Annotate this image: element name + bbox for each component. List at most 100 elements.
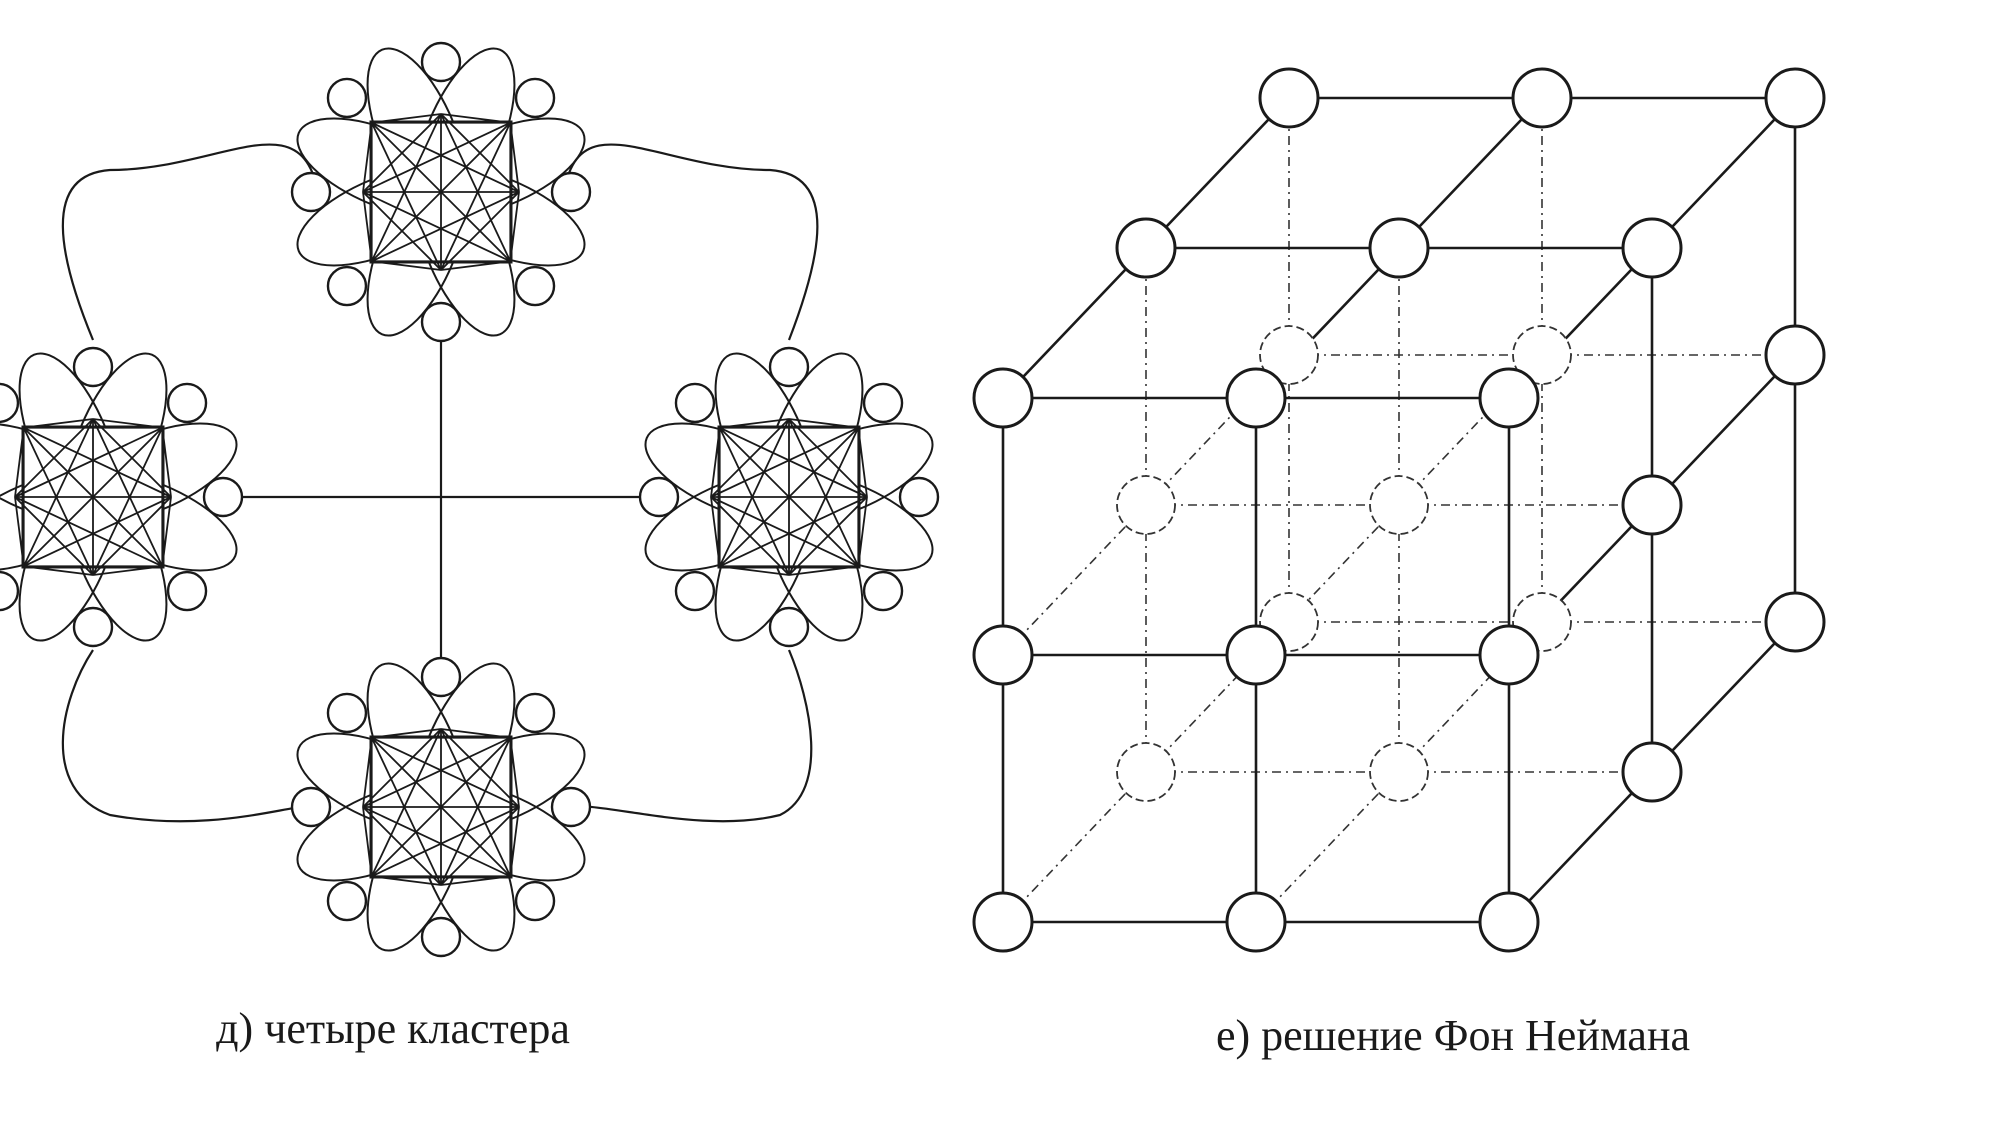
processor-node <box>550 786 592 828</box>
cluster-mesh <box>362 113 520 271</box>
processor-node <box>290 171 332 213</box>
processor-node <box>1478 367 1540 429</box>
lattice-nodes <box>972 67 1826 953</box>
mesh-link <box>362 806 373 877</box>
processor-node <box>550 171 592 213</box>
processor-node <box>420 916 462 958</box>
processor-node <box>1478 891 1540 953</box>
mesh-link <box>788 418 859 429</box>
mesh-link <box>371 875 442 886</box>
processor-node <box>166 382 208 424</box>
cluster-mesh <box>362 728 520 886</box>
von-neumann-cube-diagram <box>972 67 1826 953</box>
hidden-processor-node <box>1512 325 1572 385</box>
processor-node <box>326 77 368 119</box>
mesh-link <box>362 121 511 193</box>
hidden-processor-node <box>1369 742 1429 802</box>
mesh-link <box>92 418 164 567</box>
mesh-link <box>371 806 520 878</box>
mesh-link <box>509 191 520 262</box>
mesh-link <box>440 728 511 739</box>
mesh-link <box>440 260 511 271</box>
processor-node <box>0 382 20 424</box>
mesh-link <box>14 496 25 567</box>
processor-node <box>1621 217 1683 279</box>
hidden-link <box>1002 504 1147 656</box>
mesh-link <box>362 736 511 808</box>
cluster-mesh <box>710 418 868 576</box>
mesh-link <box>23 426 172 498</box>
processor-node <box>768 346 810 388</box>
processor-node <box>972 367 1034 429</box>
processor-node <box>1621 474 1683 536</box>
mesh-link <box>370 113 442 262</box>
processor-node <box>898 476 940 518</box>
mesh-link <box>440 122 512 271</box>
mesh-link <box>23 496 172 568</box>
processor-node <box>420 656 462 698</box>
mesh-link <box>22 418 94 567</box>
hidden-link <box>1002 771 1147 923</box>
mesh-link <box>92 418 163 429</box>
mesh-link <box>857 496 868 567</box>
visible-link <box>1398 97 1543 249</box>
mesh-link <box>719 565 790 576</box>
mesh-link <box>440 113 512 262</box>
mesh-link <box>788 427 860 576</box>
mesh-link <box>719 426 868 498</box>
visible-link <box>1002 247 1147 399</box>
mesh-link <box>23 418 94 429</box>
mesh-link <box>371 260 442 271</box>
processor-node <box>326 265 368 307</box>
mesh-link <box>14 427 25 498</box>
processor-node <box>514 77 556 119</box>
mesh-link <box>371 122 511 262</box>
four-clusters-diagram <box>0 41 940 958</box>
mesh-link <box>371 728 442 739</box>
mesh-link <box>14 496 163 568</box>
mesh-link <box>23 427 163 567</box>
mesh-link <box>23 565 94 576</box>
cluster-bus <box>220 318 660 680</box>
mesh-link <box>719 496 868 568</box>
processor-node <box>1478 624 1540 686</box>
processor-node <box>326 880 368 922</box>
mesh-link <box>370 737 442 886</box>
mesh-link <box>857 427 868 498</box>
mesh-link <box>161 427 172 498</box>
processor-node <box>1225 624 1287 686</box>
processor-node <box>674 382 716 424</box>
processor-node <box>972 624 1034 686</box>
mesh-link <box>92 427 164 576</box>
caption-von-neumann: е) решение Фон Неймана <box>1215 1011 1691 1060</box>
mesh-link <box>362 806 511 878</box>
cluster-3 <box>638 346 940 648</box>
mesh-link <box>371 121 520 193</box>
mesh-link <box>710 496 721 567</box>
cluster-1 <box>290 41 592 343</box>
mesh-link <box>371 736 520 808</box>
hidden-processor-node <box>1116 742 1176 802</box>
mesh-link <box>362 191 442 271</box>
processor-node <box>1764 324 1826 386</box>
processor-node <box>1225 891 1287 953</box>
mesh-link <box>362 737 373 808</box>
processor-node <box>1225 367 1287 429</box>
mesh-link <box>509 737 520 808</box>
mesh-link <box>509 122 520 193</box>
mesh-link <box>719 427 859 567</box>
processor-node <box>768 606 810 648</box>
mesh-link <box>710 496 790 576</box>
processor-node <box>326 692 368 734</box>
cluster-4 <box>290 656 592 958</box>
mesh-link <box>718 418 790 567</box>
processor-node <box>72 606 114 648</box>
mesh-link <box>371 191 520 263</box>
mesh-link <box>440 875 511 886</box>
visible-link <box>1508 771 1653 923</box>
mesh-link <box>371 737 511 877</box>
mesh-link <box>161 496 172 567</box>
mesh-link <box>14 426 163 498</box>
cluster-2 <box>0 346 244 648</box>
visible-link <box>1651 354 1796 506</box>
